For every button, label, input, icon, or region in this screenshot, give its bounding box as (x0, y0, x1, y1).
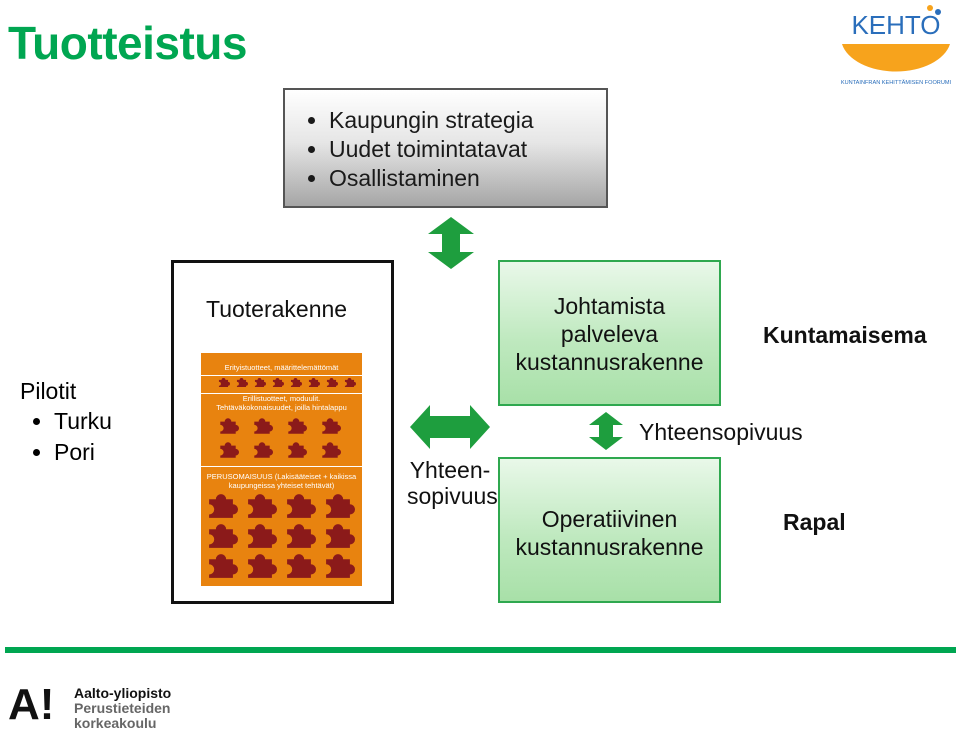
kehto-logo-icon: KEHTO KUNTAINFRAN KEHITTÄMISEN FOORUMI (841, 5, 952, 86)
management-cost-text: Johtamista palveleva kustannusrakenne (500, 292, 719, 376)
puzzle-pyramid: Erityistuotteet, määrittelemättömät (201, 353, 362, 586)
arrow-label-line2: sopivuus (407, 483, 498, 509)
arrow-label-line1: Yhteen- (409, 457, 491, 483)
aalto-mark-icon: A! (8, 680, 55, 729)
compatibility-arrow-label: Yhteen- sopivuus (407, 457, 498, 509)
management-line: kustannusrakenne (515, 349, 704, 375)
operative-line: kustannusrakenne (515, 534, 704, 560)
layer-special-products: Erityistuotteet, määrittelemättömät (224, 363, 339, 372)
horizontal-double-arrow-icon (410, 405, 490, 449)
compatibility-label: Yhteensopivuus (639, 419, 803, 445)
strategy-item: Uudet toimintatavat (329, 135, 606, 164)
strategy-box: Kaupungin strategia Uudet toimintatavat … (283, 88, 608, 208)
vertical-double-arrow-icon (428, 217, 474, 269)
aalto-org-line1: Aalto-yliopisto (74, 685, 172, 701)
management-line: palveleva (560, 321, 659, 347)
aalto-logo: A! Aalto-yliopisto Perustieteiden korkea… (8, 683, 208, 731)
pilots-title: Pilotit (20, 378, 77, 404)
management-cost-box: Johtamista palveleva kustannusrakenne (498, 260, 721, 406)
strategy-item: Osallistaminen (329, 164, 606, 193)
layer-divider (201, 393, 362, 394)
pilot-item: Turku (54, 406, 112, 437)
layer-divider (201, 466, 362, 467)
strategy-list: Kaupungin strategia Uudet toimintatavat … (285, 106, 606, 193)
municipal-label: Kuntamaisema (763, 322, 927, 348)
layer-modules-line1: Erillistuotteet, moduulit. (242, 394, 321, 403)
layer-base-line2: kaupungeissa yhteiset tehtävät) (228, 481, 335, 490)
kehto-logo-subtitle: KUNTAINFRAN KEHITTÄMISEN FOORUMI (841, 79, 952, 86)
strategy-item: Kaupungin strategia (329, 106, 606, 135)
layer-base-line1: PERUSOMAISUUS (Lakisääteiset + kaikissa (206, 472, 357, 481)
layer-divider (201, 375, 362, 376)
kehto-logo-name: KEHTO (851, 10, 940, 40)
pilot-item: Pori (54, 437, 112, 468)
operative-line: Operatiivinen (541, 506, 678, 532)
pilots-list: Turku Pori (18, 406, 112, 468)
page-title: Tuotteistus (8, 17, 247, 69)
aalto-org-line2: Perustieteiden (74, 700, 171, 716)
layer-modules-line2: Tehtäväkokonaisuudet, joilla hintalappu (216, 403, 347, 412)
operative-cost-box: Operatiivinen kustannusrakenne (498, 457, 721, 603)
puzzle-pieces-icon (209, 377, 356, 578)
footer-divider (5, 647, 956, 653)
small-vertical-double-arrow-icon (589, 412, 623, 450)
operative-cost-text: Operatiivinen kustannusrakenne (500, 505, 719, 561)
kehto-logo: KEHTO KUNTAINFRAN KEHITTÄMISEN FOORUMI (838, 0, 956, 88)
rapal-label: Rapal (783, 509, 846, 535)
management-line: Johtamista (553, 293, 666, 319)
product-structure-title: Tuoterakenne (206, 296, 348, 322)
aalto-org-line3: korkeakoulu (74, 715, 157, 731)
